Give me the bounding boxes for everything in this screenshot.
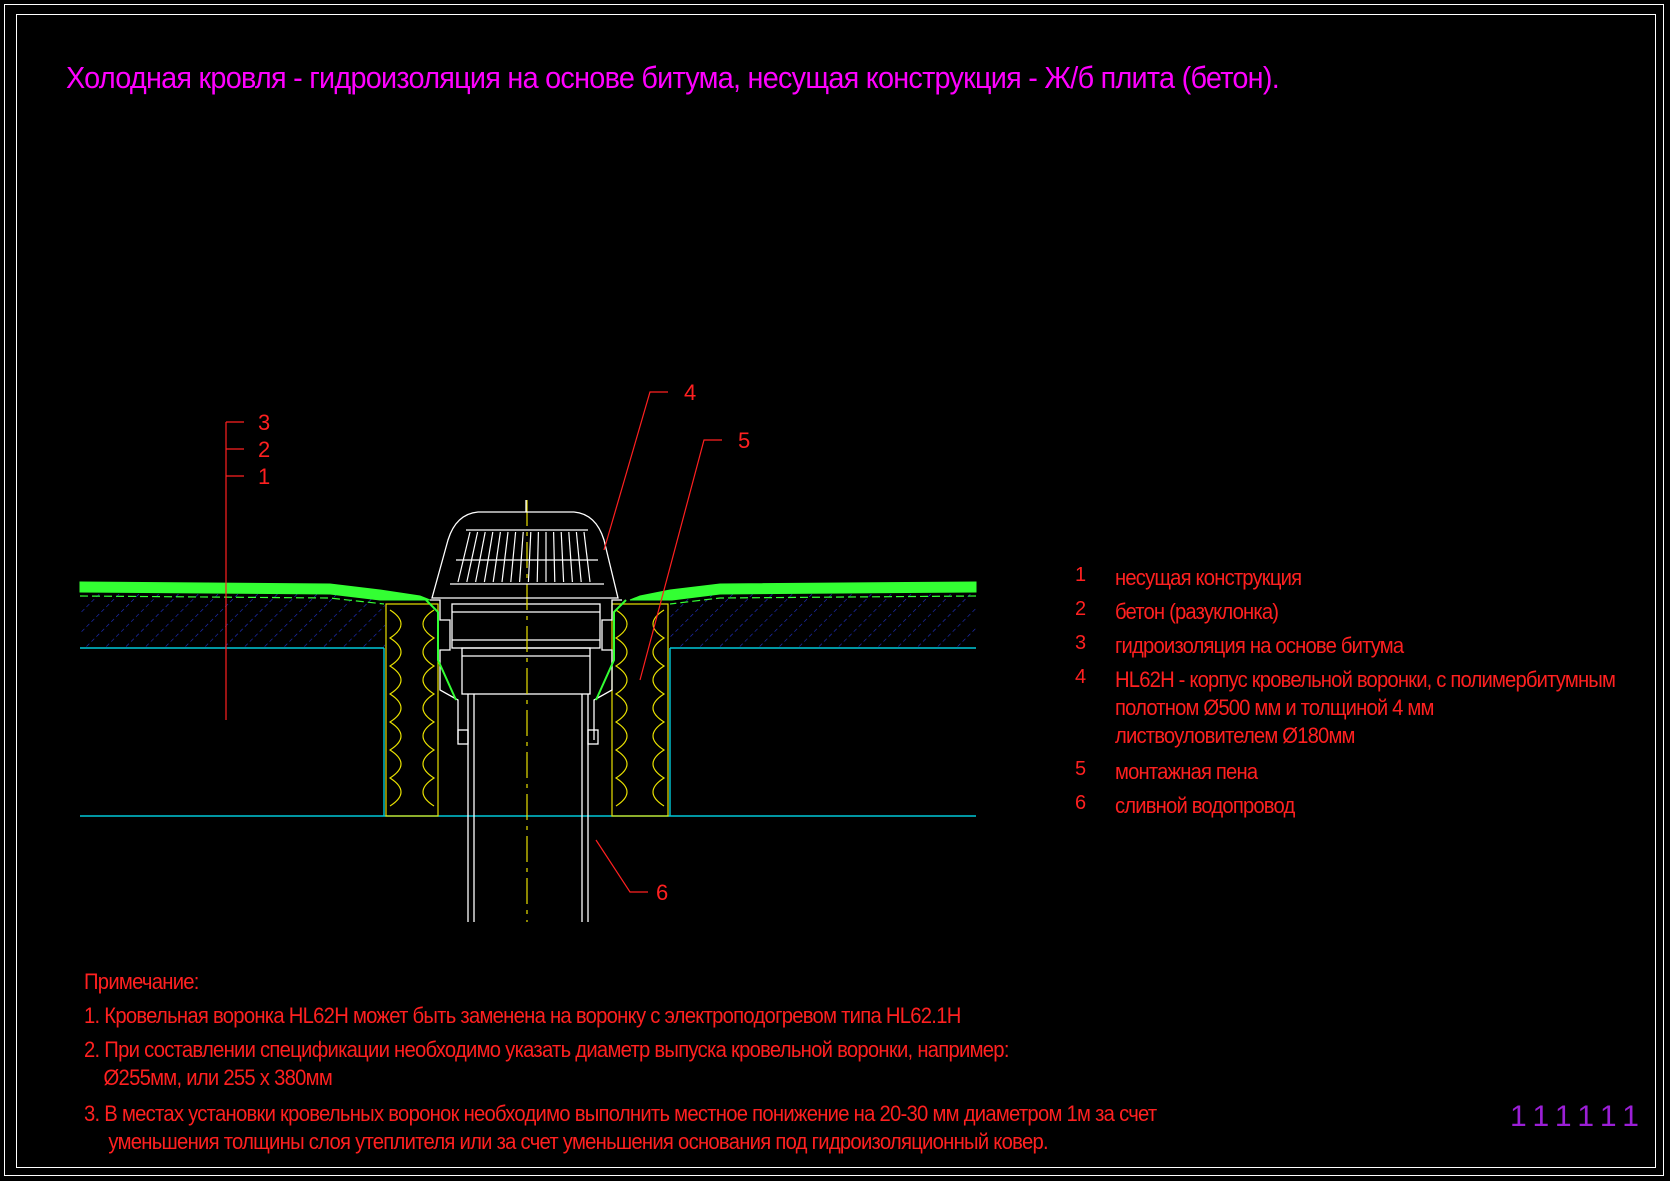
leaf-guard-slot — [457, 531, 471, 583]
leaf-guard-slot — [575, 531, 582, 583]
leaf-guard-slot — [492, 531, 501, 583]
leaf-guard-slot — [527, 531, 532, 583]
leaf-guard-slot — [483, 531, 494, 583]
legend-number: 2 — [1075, 598, 1087, 620]
legend-number: 4 — [1075, 666, 1087, 688]
note-item: 2. При составлении спецификации необходи… — [84, 1037, 1009, 1090]
callout-5: 5 — [738, 428, 750, 453]
sheet-inner-frame — [16, 14, 1656, 1168]
legend-text: бетон (разуклонка) — [1115, 599, 1279, 624]
legend-number: 6 — [1075, 792, 1087, 814]
leaf-guard-slot — [510, 531, 517, 583]
mounting-foam — [385, 603, 669, 817]
leaf-guard-slot — [466, 531, 479, 583]
callout-2: 2 — [258, 437, 270, 462]
leaf-guard-slot — [560, 531, 565, 583]
note-item: 1. Кровельная воронка HL62H может быть з… — [84, 1003, 961, 1028]
leaf-guard-slot — [519, 531, 524, 583]
leaf-guard — [431, 500, 619, 599]
legend-text: монтажная пена — [1115, 759, 1258, 784]
bitumen-membrane — [79, 581, 977, 605]
note-item: 3. В местах установки кровельных воронок… — [84, 1101, 1157, 1154]
legend-item: 6 сливной водопровод — [1075, 792, 1310, 820]
sheet-outer-frame — [4, 4, 1664, 1176]
legend-text: сливной водопровод — [1115, 793, 1295, 818]
slab-lines — [80, 647, 976, 817]
sheet-stamp: 111111 — [1510, 1100, 1647, 1133]
leader-lines — [225, 391, 722, 893]
leaf-guard-slot — [553, 531, 556, 583]
screed-right — [670, 594, 976, 648]
legend-text: несущая конструкция — [1115, 565, 1302, 590]
legend-text: гидроизоляция на основе битума — [1115, 633, 1404, 658]
leaf-guard-slot — [568, 531, 573, 583]
legend-item: 5 монтажная пена — [1075, 758, 1270, 786]
legend-item: 3 гидроизоляция на основе битума — [1075, 632, 1428, 660]
callout-4: 4 — [684, 380, 696, 405]
legend-number: 1 — [1075, 564, 1087, 586]
callout-1: 1 — [258, 464, 270, 489]
legend-number: 3 — [1075, 632, 1087, 654]
leaf-guard-slot — [501, 531, 509, 583]
legend-item: 2 бетон (разуклонка) — [1075, 598, 1292, 626]
legend-item: 1 несущая конструкция — [1075, 564, 1317, 592]
notes-heading: Примечание: — [84, 969, 199, 994]
drain-pipe — [457, 694, 599, 922]
leaf-guard-ribs — [457, 531, 591, 583]
leaf-guard-slot — [583, 531, 591, 583]
drain-body — [430, 599, 622, 740]
leaf-guard-slot — [536, 531, 539, 583]
callout-6: 6 — [656, 880, 668, 905]
legend-number: 5 — [1075, 758, 1087, 780]
legend-item: 4 HL62H - корпус кровельной воронки, с п… — [1075, 666, 1659, 750]
drain-seal — [425, 599, 627, 701]
leaf-guard-slot — [475, 531, 486, 583]
callout-3: 3 — [258, 410, 270, 435]
screed-left — [80, 594, 385, 648]
legend-text: HL62H - корпус кровельной воронки, с пол… — [1115, 667, 1616, 748]
drawing-title: Холодная кровля - гидроизоляция на основ… — [66, 60, 1280, 95]
